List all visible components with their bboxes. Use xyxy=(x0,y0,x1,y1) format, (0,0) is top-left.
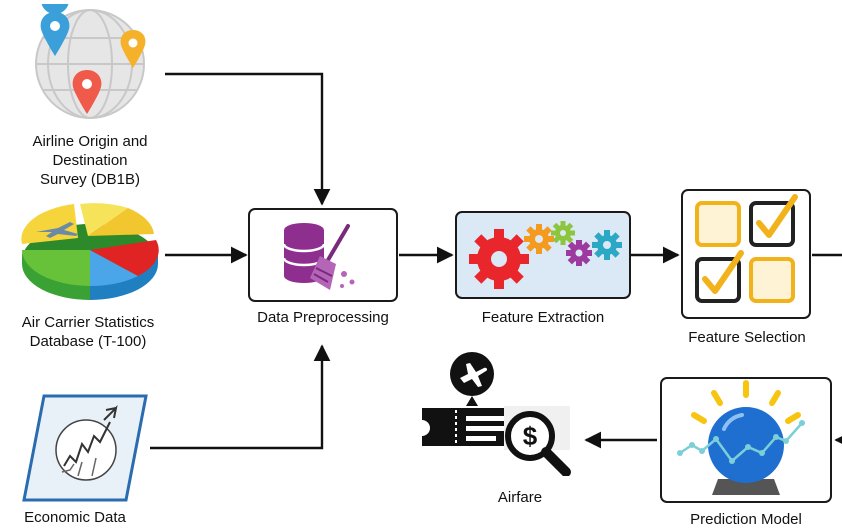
airfare-label: Airfare xyxy=(497,489,543,506)
feature-extraction-box xyxy=(455,211,631,299)
checklist-icon xyxy=(695,194,798,303)
economic-label: Economic Data xyxy=(24,509,126,526)
pie-chart-icon xyxy=(21,203,159,300)
plane-ticket-dollar-icon: $ xyxy=(422,352,571,476)
arrow-db1b-to-preprocessing xyxy=(165,72,331,206)
data-preprocessing-label: Data Preprocessing xyxy=(257,309,389,326)
database-broom-icon xyxy=(282,223,355,290)
t100-label: Air Carrier Statistics Database (T-100) xyxy=(21,314,155,350)
feature-extraction-label: Feature Extraction xyxy=(481,309,605,326)
economic-chart-icon xyxy=(22,394,148,502)
data-preprocessing-box xyxy=(248,208,398,302)
gears-icon xyxy=(469,221,622,289)
feature-selection-box xyxy=(681,189,811,319)
db1b-label: Airline Origin and Destination Survey (D… xyxy=(32,133,148,188)
svg-text:$: $ xyxy=(523,421,538,451)
map-pin-globe-icon xyxy=(35,4,146,119)
arrow-economic-to-preprocessing xyxy=(150,344,331,450)
prediction-model-box xyxy=(660,377,832,503)
prediction-model-label: Prediction Model xyxy=(690,511,802,528)
crystal-ball-icon xyxy=(677,380,805,495)
feature-selection-label: Feature Selection xyxy=(688,329,806,346)
